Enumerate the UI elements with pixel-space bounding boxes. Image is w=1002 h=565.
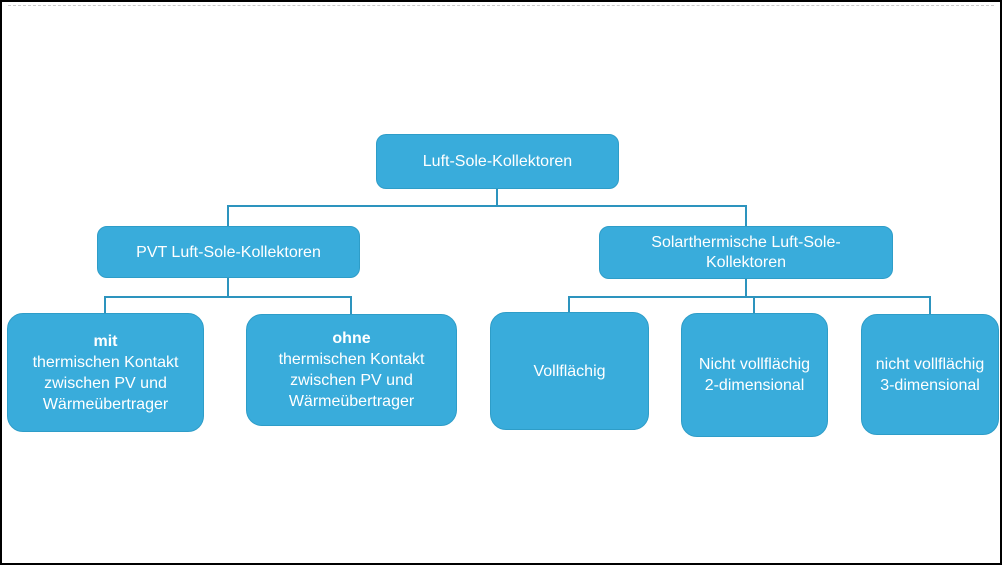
connector-ohne-rise — [350, 296, 352, 315]
node-line: thermischen Kontakt — [278, 351, 425, 368]
node-label: PVT Luft-Sole-Kollektoren — [136, 243, 321, 261]
connector-root-drop — [496, 188, 498, 207]
node-line: zwischen PV und — [44, 374, 167, 392]
node-line: 3-dimensional — [880, 376, 980, 394]
node-ohne-thermischen-kontakt: ohne thermischen Kontakt zwischen PV und… — [246, 314, 457, 426]
connector-solar-rise — [745, 205, 747, 226]
node-emphasis: ohne — [332, 330, 371, 347]
connector-2dim-rise — [753, 296, 755, 313]
top-dashed-guide — [8, 5, 994, 6]
node-label: Solarthermische Luft-Sole-Kollektoren — [651, 233, 841, 271]
node-luft-sole-kollektoren: Luft-Sole-Kollektoren — [376, 134, 619, 189]
node-solarthermische-luft-sole-kollektoren: Solarthermische Luft-Sole-Kollektoren — [599, 226, 893, 279]
node-nicht-vollflaechig-2-dimensional: Nicht vollflächig 2-dimensional — [681, 313, 828, 437]
connector-pvt-children-span — [104, 296, 352, 298]
connector-solar-drop — [745, 278, 747, 297]
connector-solar-children-span — [568, 296, 931, 298]
node-line: nicht vollflächig — [875, 355, 985, 373]
connector-pvt-rise — [227, 205, 229, 226]
node-vollflaechig: Vollflächig — [490, 312, 649, 430]
node-emphasis: mit — [93, 332, 118, 350]
node-mit-thermischen-kontakt: mit thermischen Kontakt zwischen PV und … — [7, 313, 204, 432]
node-line: Wärmeübertrager — [42, 395, 169, 413]
node-nicht-vollflaechig-3-dimensional: nicht vollflächig 3-dimensional — [861, 314, 999, 435]
node-line: 2-dimensional — [704, 377, 805, 394]
node-label: Luft-Sole-Kollektoren — [422, 153, 573, 170]
node-pvt-luft-sole-kollektoren: PVT Luft-Sole-Kollektoren — [97, 226, 360, 278]
connector-3dim-rise — [929, 296, 931, 314]
connector-pvt-drop — [227, 278, 229, 297]
connector-mit-rise — [104, 296, 106, 313]
node-line: Wärmeübertrager — [288, 393, 415, 410]
connector-vollflaechig-rise — [568, 296, 570, 312]
node-line: Nicht vollflächig — [698, 356, 811, 373]
node-line: zwischen PV und — [290, 372, 413, 389]
connector-level2-span — [227, 205, 747, 207]
node-line: thermischen Kontakt — [32, 353, 179, 371]
node-line: Vollflächig — [533, 362, 606, 380]
